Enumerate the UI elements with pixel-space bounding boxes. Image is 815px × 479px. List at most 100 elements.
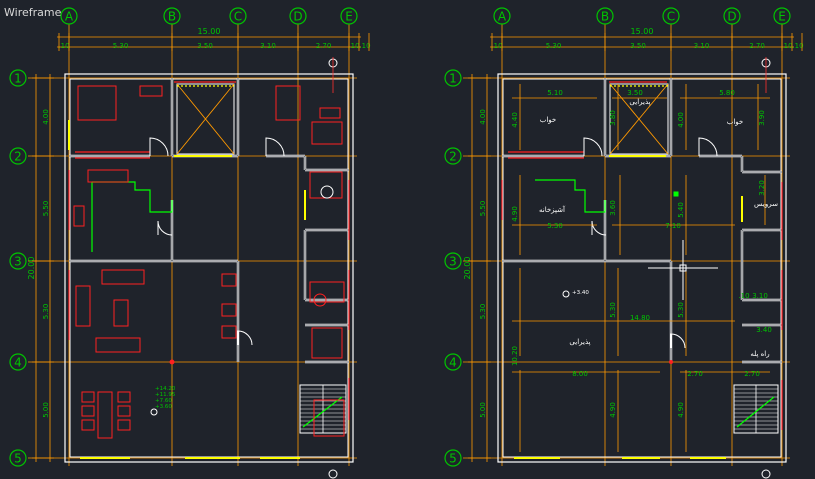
lightwell-cross bbox=[609, 83, 669, 155]
dim-total-width: 15.00 bbox=[631, 27, 654, 36]
level-note: +7.60 bbox=[155, 398, 172, 404]
grid-bubble-label: 2 bbox=[449, 150, 457, 164]
furniture-item bbox=[139, 85, 163, 97]
crosshair-cursor bbox=[648, 240, 718, 300]
grid-bubble-col-A: A bbox=[493, 7, 511, 25]
dim-total-height: 20.00 bbox=[463, 257, 472, 280]
grid-bubble-col-D: D bbox=[289, 7, 307, 25]
grid-bubble-row-1: 1 bbox=[444, 69, 462, 87]
grid-bubble-label: B bbox=[601, 10, 609, 24]
furniture-item bbox=[87, 169, 129, 183]
grid-bubble-label: A bbox=[498, 10, 507, 24]
grid-bubble-circle bbox=[340, 7, 358, 25]
grid-bubble-circle bbox=[9, 449, 27, 467]
door-swing bbox=[157, 220, 173, 236]
exterior-walls bbox=[64, 73, 354, 463]
grid-bubble-label: 4 bbox=[14, 356, 22, 370]
dim-col-value: 2.70 bbox=[749, 42, 765, 50]
furniture-item bbox=[97, 391, 113, 439]
room-dim-value: 3.40 bbox=[756, 326, 772, 334]
kitchen-counter bbox=[535, 179, 606, 213]
grid-bubble-col-A: A bbox=[60, 7, 78, 25]
room-dim-value: 3.60 bbox=[609, 200, 617, 216]
furniture-item bbox=[309, 171, 343, 199]
grid-bubble-label: 3 bbox=[449, 255, 457, 269]
grid-bubble-circle bbox=[229, 7, 247, 25]
wall-inner bbox=[502, 78, 782, 458]
grid-bubble-label: A bbox=[65, 10, 74, 24]
furniture-item bbox=[117, 405, 131, 417]
grid-bubble-col-B: B bbox=[163, 7, 181, 25]
grid-bubble-label: E bbox=[778, 10, 786, 24]
room-dim-value: 5.30 bbox=[609, 302, 617, 318]
furniture-item bbox=[221, 303, 237, 317]
grid-bubble-circle bbox=[9, 147, 27, 165]
level-marker-icon bbox=[669, 360, 673, 364]
room-dim-value: 5.40 bbox=[677, 202, 685, 218]
furniture-item bbox=[309, 281, 345, 303]
furniture-item bbox=[313, 399, 345, 437]
dim-col-value: .10 bbox=[359, 42, 370, 50]
grid-bubble-label: B bbox=[168, 10, 176, 24]
dim-col-value: .10 bbox=[491, 42, 502, 50]
room-dim-value: 2.70 bbox=[687, 370, 703, 378]
dim-total-width: 15.00 bbox=[198, 27, 221, 36]
grid-bubble-row-3: 3 bbox=[9, 252, 27, 270]
furniture-item bbox=[101, 269, 145, 285]
room-tag-icon bbox=[673, 191, 679, 197]
kitchen-counter bbox=[91, 181, 173, 252]
grid-bubble-col-C: C bbox=[229, 7, 247, 25]
grid-bubble-label: 3 bbox=[14, 255, 22, 269]
furniture-left bbox=[73, 85, 345, 439]
staircase bbox=[733, 384, 779, 434]
room-dim-value: 2.70 bbox=[744, 370, 760, 378]
grid-bubble-circle bbox=[9, 353, 27, 371]
grid-bubble-circle bbox=[444, 449, 462, 467]
door-swing bbox=[149, 137, 169, 157]
grid-bubble-label: D bbox=[293, 10, 302, 24]
room-dim-value: 3.80 bbox=[609, 110, 617, 126]
grid-bubble-row-3: 3 bbox=[444, 252, 462, 270]
grid-bubble-label: 1 bbox=[14, 72, 22, 86]
room-dim-value: 7.10 bbox=[665, 222, 681, 230]
furniture-item bbox=[319, 107, 341, 119]
door-swing bbox=[265, 137, 285, 157]
room-dim-value: 5.80 bbox=[719, 89, 735, 97]
lightwell bbox=[176, 83, 235, 155]
dim-row-value: 5.50 bbox=[42, 201, 50, 217]
axis-marker-icon bbox=[761, 469, 771, 479]
level-marker-icon bbox=[169, 359, 175, 365]
sink-icon bbox=[313, 293, 327, 307]
grid-bubble-label: 5 bbox=[14, 452, 22, 466]
grid-bubble-circle bbox=[596, 7, 614, 25]
wall-outer bbox=[497, 73, 787, 463]
grid-bubble-label: 2 bbox=[14, 150, 22, 164]
grid-bubble-label: C bbox=[234, 10, 242, 24]
dim-row-value: 4.00 bbox=[42, 109, 50, 125]
furniture-item bbox=[113, 299, 129, 327]
dim-col-value: 3.10 bbox=[694, 42, 710, 50]
toilet-icon bbox=[320, 185, 334, 199]
dim-col-value: .10 bbox=[348, 42, 359, 50]
grid-bubble-circle bbox=[444, 353, 462, 371]
dim-total-height: 20.00 bbox=[27, 257, 36, 280]
room-dim-value: 5.30 bbox=[677, 302, 685, 318]
lightwell-cross bbox=[176, 83, 235, 155]
furniture-item bbox=[75, 285, 91, 327]
level-marker-icon bbox=[562, 290, 570, 298]
room-dim-value: 4.90 bbox=[677, 402, 685, 418]
room-dim-value: 3.20 bbox=[758, 180, 766, 196]
crosshair-pickbox bbox=[679, 264, 687, 272]
dim-col-value: 5.30 bbox=[546, 42, 562, 50]
room-label: خواب bbox=[540, 116, 556, 124]
level-note: +3.40 bbox=[572, 290, 589, 296]
room-dim-value: 3.90 bbox=[758, 110, 766, 126]
grid-bubble-label: E bbox=[345, 10, 353, 24]
grid-bubble-col-C: C bbox=[662, 7, 680, 25]
viewport-visual-style-label[interactable]: Wireframe bbox=[4, 6, 62, 19]
grid-bubble-circle bbox=[773, 7, 791, 25]
door-swing bbox=[670, 333, 686, 349]
